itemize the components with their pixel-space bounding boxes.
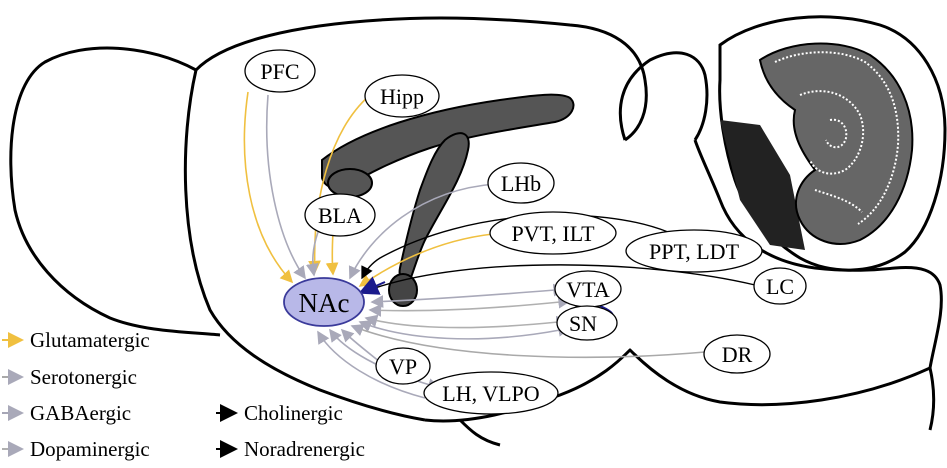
node-lhb: LHb <box>487 162 555 204</box>
node-nac-label: NAc <box>299 288 350 318</box>
lc-noradrenergic-arrow <box>371 264 756 290</box>
nac-noradrenergic-head <box>358 276 386 295</box>
pfc-gabaergic-arrow <box>265 94 306 280</box>
node-hipp-label: Hipp <box>380 84 424 109</box>
olfactory-bulb-outline <box>9 46 221 337</box>
legend-cholinergic-label: Cholinergic <box>244 401 343 425</box>
legend-glutamatergic: Glutamatergic <box>2 328 150 352</box>
brainstem-lower <box>458 418 501 447</box>
sn-gabaergic-arrow <box>358 320 572 340</box>
tectum-outline <box>618 51 709 141</box>
node-pfc: PFC <box>244 49 316 93</box>
legend-serotonergic-label: Serotonergic <box>30 365 137 389</box>
vta-dopaminergic-arrow <box>368 295 572 317</box>
node-dr-label: DR <box>722 342 753 367</box>
node-hipp: Hipp <box>364 74 440 118</box>
node-vp: VP <box>375 347 431 385</box>
bla-gabaergic-arrow <box>305 231 319 277</box>
node-nac: NAc <box>283 277 365 327</box>
legend-gabaergic-label: GABAergic <box>30 401 131 425</box>
legend-noradrenergic: Noradrenergic <box>216 437 365 461</box>
ppt-cholinergic-arrow <box>361 214 669 280</box>
node-pvt-ilt-label: PVT, ILT <box>511 221 595 246</box>
node-pfc-label: PFC <box>260 59 299 84</box>
node-lh-vlpo-label: LH, VLPO <box>442 381 539 406</box>
legend-noradrenergic-label: Noradrenergic <box>244 437 365 461</box>
sn-dopaminergic-arrow <box>364 314 570 329</box>
legend-dopaminergic: Dopaminergic <box>2 437 150 461</box>
projection-arrows <box>243 91 756 399</box>
vp-gabaergic-arrow <box>340 328 389 369</box>
legend-dopaminergic-label: Dopaminergic <box>30 437 150 461</box>
bla-glutamatergic-arrow <box>325 231 339 276</box>
node-lc-label: LC <box>766 274 794 299</box>
pvt-glutamatergic-arrow <box>358 233 494 287</box>
pfc-glutamatergic-arrow <box>243 91 294 284</box>
node-sn: SN <box>556 305 618 341</box>
node-vta: VTA <box>554 270 622 308</box>
node-vp-label: VP <box>389 354 417 379</box>
node-lhb-label: LHb <box>501 171 541 196</box>
forebrain-ventral-outline <box>183 69 426 422</box>
legend-glutamatergic-label: Glutamatergic <box>30 328 150 352</box>
node-lh-vlpo: LH, VLPO <box>423 371 559 415</box>
cerebellum <box>718 15 947 272</box>
lh-secondary-arrow <box>317 330 426 399</box>
node-bla-label: BLA <box>318 203 362 228</box>
node-lc: LC <box>753 267 807 305</box>
node-dr: DR <box>703 334 771 374</box>
node-ppt-ldt: PPT, LDT <box>625 229 763 273</box>
legend-serotonergic: Serotonergic <box>2 365 137 389</box>
cortex-outline <box>194 16 648 142</box>
legend-cholinergic: Cholinergic <box>216 401 343 425</box>
node-ppt-ldt-label: PPT, LDT <box>649 239 740 264</box>
node-vta-label: VTA <box>566 277 610 302</box>
node-sn-label: SN <box>569 311 597 336</box>
lhb-gabaergic-arrow <box>348 177 507 280</box>
region-nodes: PFC Hipp BLA LHb PVT, ILT PPT, LDT LC V <box>244 49 807 415</box>
node-bla: BLA <box>304 193 376 237</box>
legend-gabaergic: GABAergic <box>2 401 131 425</box>
legend: Glutamatergic Serotonergic GABAergic Dop… <box>2 328 365 461</box>
node-pvt-ilt: PVT, ILT <box>489 211 617 255</box>
